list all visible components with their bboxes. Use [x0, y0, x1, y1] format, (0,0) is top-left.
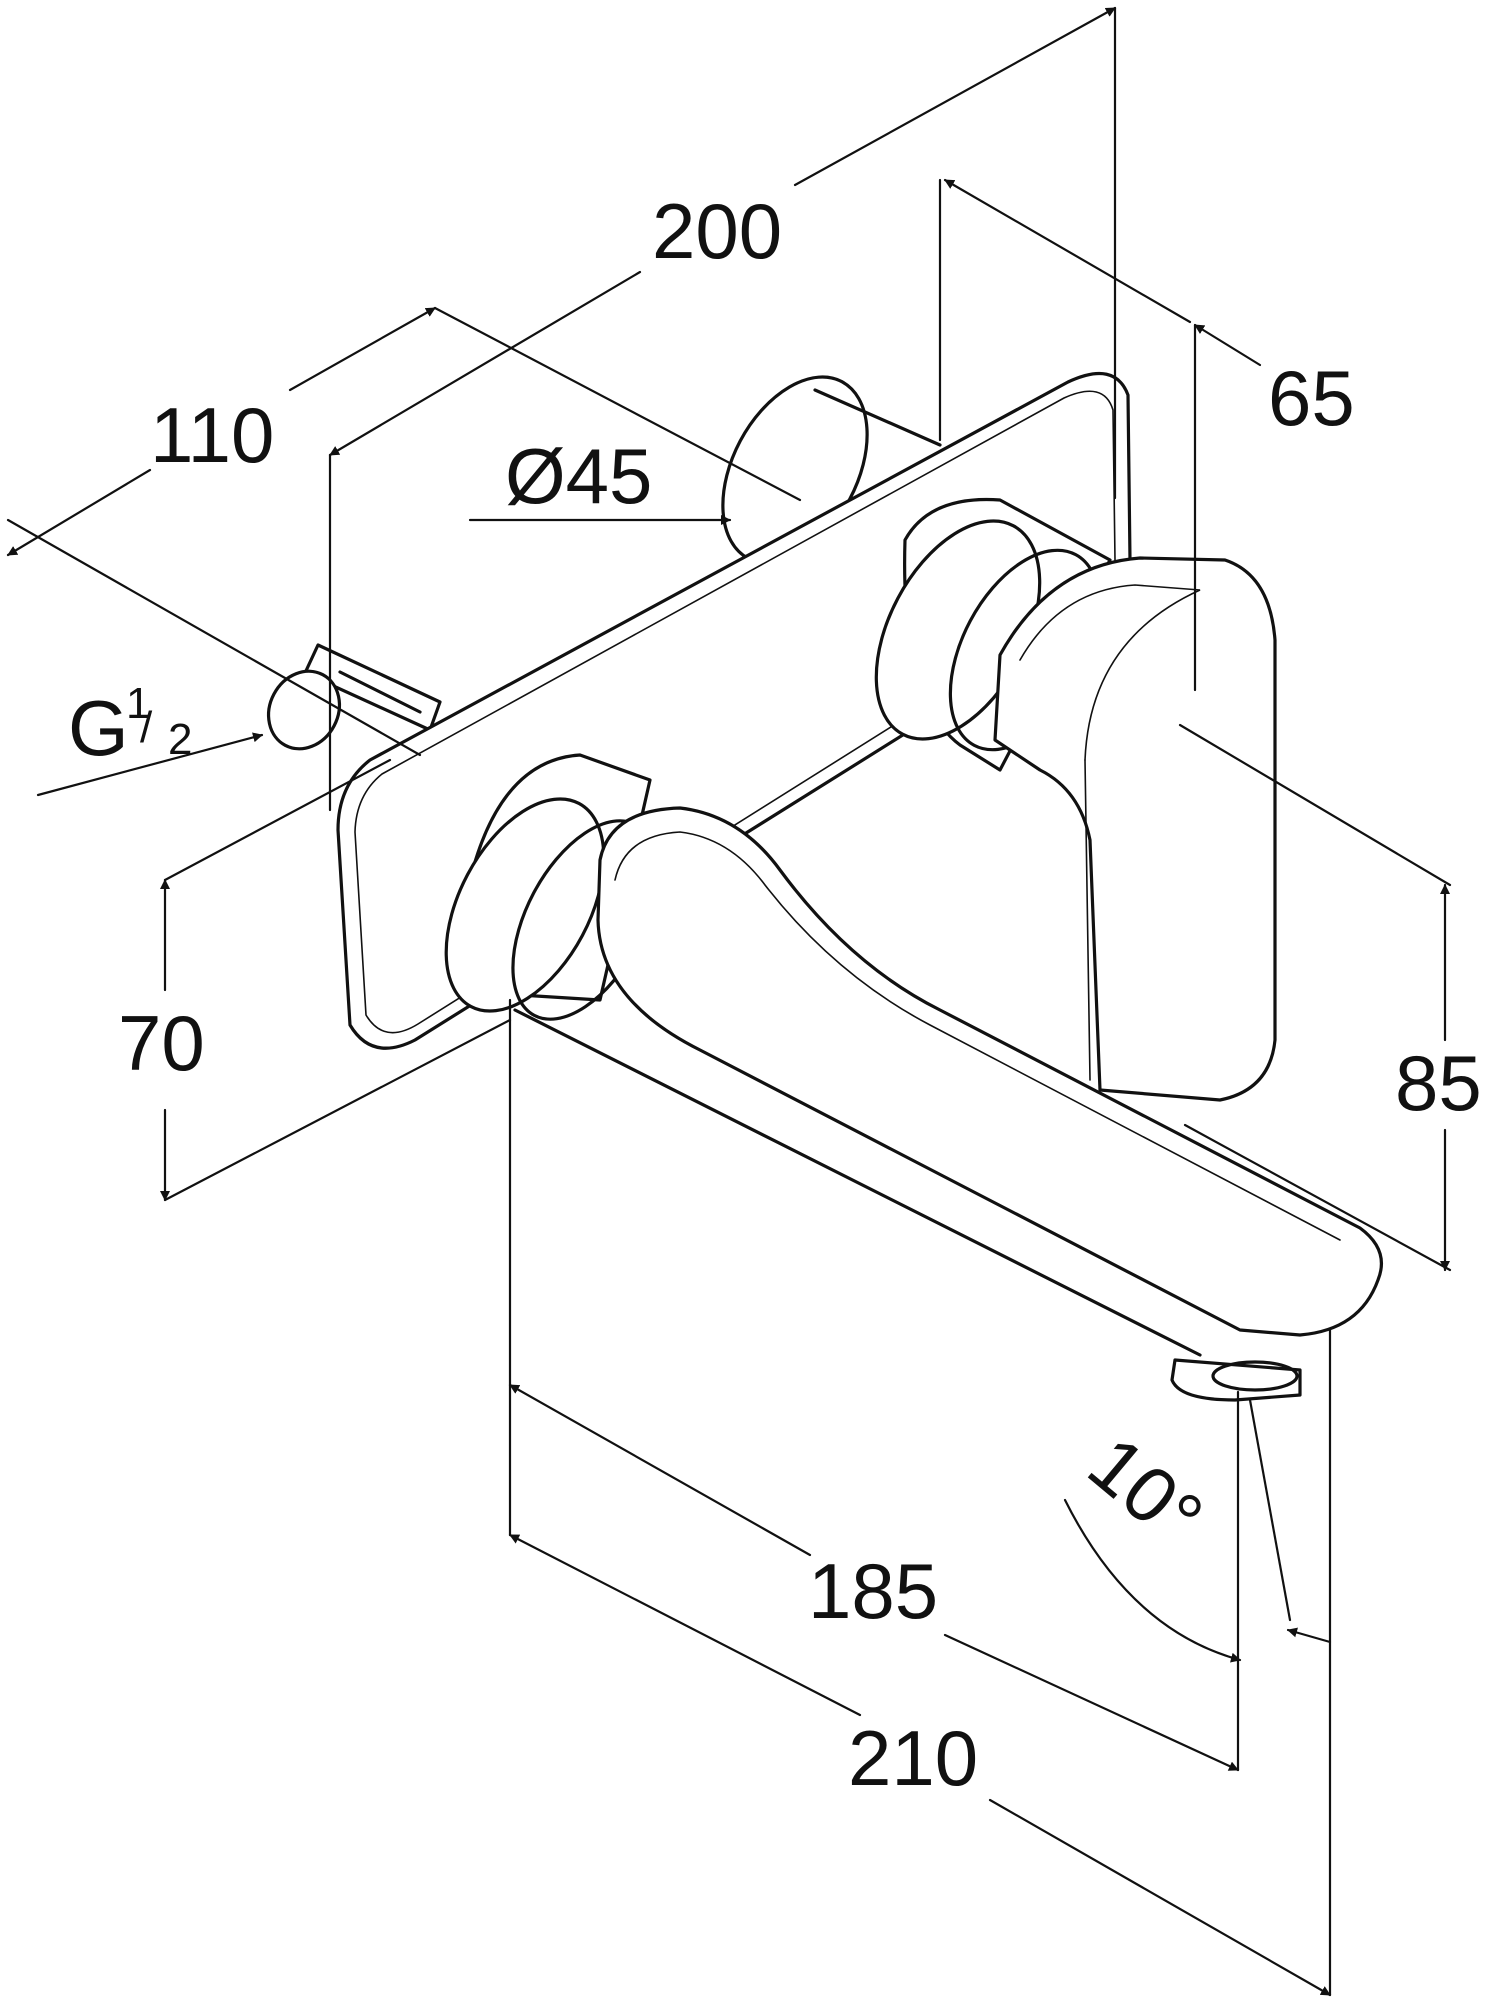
- mixer-lever: [993, 556, 1277, 1102]
- thread-letter: G: [68, 684, 129, 772]
- dim-200-label: 200: [652, 187, 782, 275]
- dim-185-label: 185: [808, 1547, 938, 1635]
- dim-85-label: 85: [1395, 1039, 1482, 1127]
- dim-65-label: 65: [1268, 354, 1355, 442]
- dim-45-label: Ø45: [505, 432, 652, 520]
- thread-numerator: 1: [126, 679, 150, 728]
- thread-slash: /: [140, 703, 153, 752]
- dimension-lines: [6, 6, 1452, 1997]
- thread-denominator: 2: [168, 715, 192, 764]
- thread-connector: [266, 643, 442, 751]
- faucet-body: [266, 372, 1383, 1402]
- dim-210-label: 210: [848, 1714, 978, 1802]
- dim-angle-label: 10°: [1072, 1419, 1219, 1562]
- thread-size-label: G 1 / 2: [68, 679, 192, 772]
- dim-110-label: 110: [150, 391, 274, 479]
- spout: [513, 806, 1383, 1402]
- dim-70-label: 70: [118, 999, 205, 1087]
